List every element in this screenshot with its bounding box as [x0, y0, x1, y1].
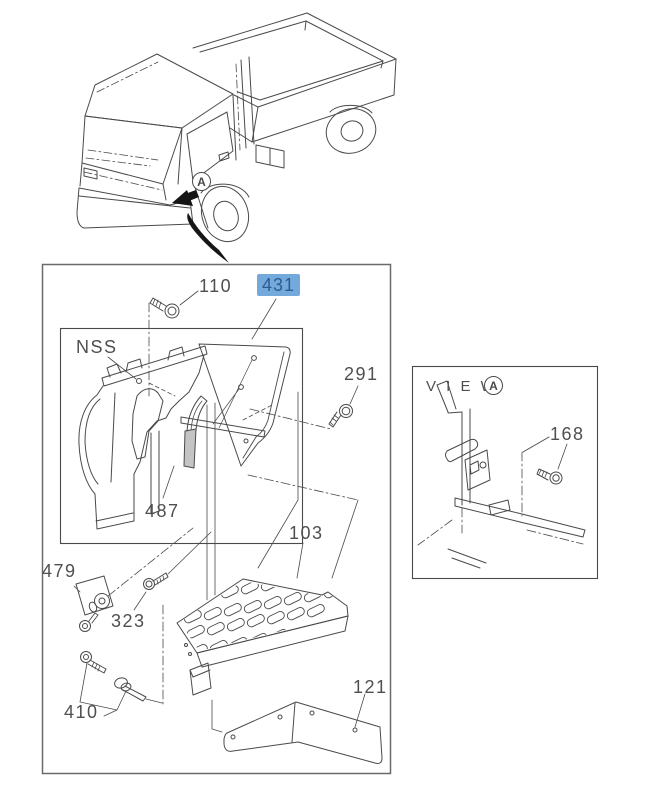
fender-assembly-drawing: [75, 297, 383, 764]
part-callout-291[interactable]: 291: [344, 364, 379, 384]
part-callout-410[interactable]: 410: [64, 702, 99, 722]
part-callout-121[interactable]: 121: [353, 677, 388, 697]
bracket-479-drawing: [75, 575, 114, 632]
mud-flap-121-drawing: [223, 701, 383, 764]
truck-view-marker-icon: A: [192, 172, 211, 191]
bolt-110-drawing: [149, 297, 180, 319]
part-callout-431-selected[interactable]: 431: [257, 274, 301, 296]
part-callout-103[interactable]: 103: [289, 523, 324, 543]
bolt-291-drawing: [328, 404, 353, 428]
diagram-frames: [41, 263, 392, 775]
center-lines: [107, 302, 359, 708]
part-callout-110[interactable]: 110: [199, 276, 233, 296]
screw-323-drawing: [143, 572, 169, 590]
pointer-swoosh-arrow: [187, 213, 229, 263]
fasteners-410-drawing: [80, 651, 147, 702]
fender-liner-drawing: [78, 345, 208, 530]
view-a-title: V I E W: [426, 378, 498, 395]
strip-487-drawing: [183, 395, 208, 469]
view-a-marker-icon: A: [484, 376, 503, 395]
leader-lines: [73, 290, 366, 733]
fender-panel-431-drawing: [198, 343, 291, 467]
truck-illustration: [76, 12, 397, 243]
part-callout-487[interactable]: 487: [145, 501, 180, 521]
view-a-arrow-icon: [172, 190, 199, 206]
step-plate-103-drawing: [176, 578, 349, 696]
part-callout-nss: NSS: [76, 337, 118, 357]
view-a-drawing: [417, 380, 586, 569]
sub-frames: [59, 327, 599, 580]
part-callout-479[interactable]: 479: [42, 561, 77, 581]
support-bar-drawing: [180, 416, 266, 438]
bolt-168-drawing: [536, 468, 563, 485]
part-callout-323[interactable]: 323: [111, 611, 146, 631]
part-callout-168[interactable]: 168: [550, 424, 585, 444]
